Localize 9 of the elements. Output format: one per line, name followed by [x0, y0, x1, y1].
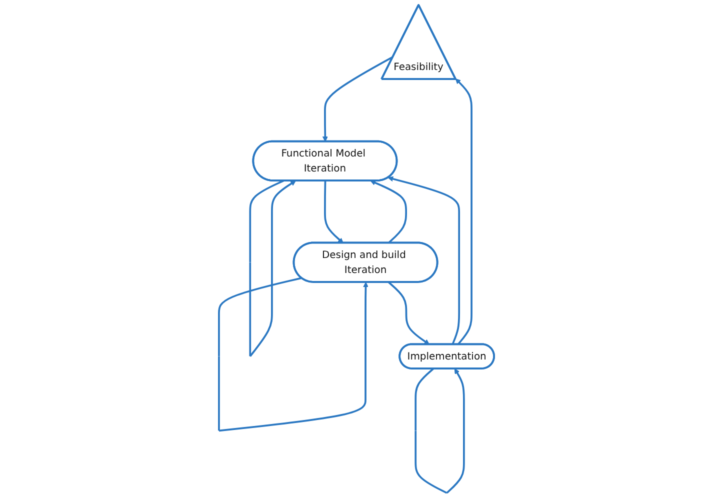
arrow: [388, 282, 430, 345]
arrow: [322, 56, 394, 142]
arrow: [455, 78, 472, 346]
arrow: [388, 176, 460, 345]
arrow: [414, 368, 465, 494]
arrow: [324, 180, 344, 244]
arrow: [218, 277, 368, 432]
arrow: [249, 180, 296, 357]
arrow: [370, 180, 408, 244]
